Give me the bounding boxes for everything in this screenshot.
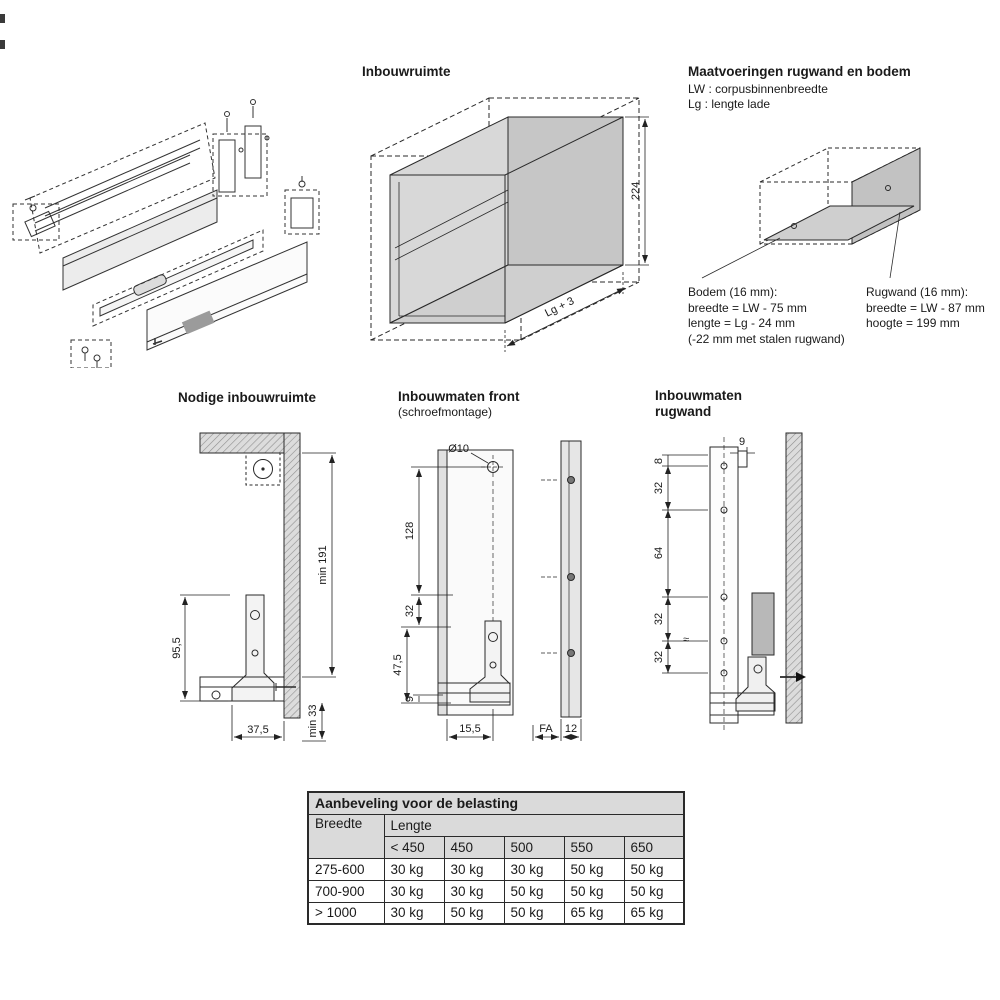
dim-label-475: 47,5 xyxy=(393,654,404,675)
screws xyxy=(567,476,575,657)
table-row: 275-600 30 kg 30 kg 30 kg 50 kg 50 kg xyxy=(307,857,685,881)
title-rugwand: Inbouwmaten rugwand xyxy=(655,388,742,419)
rugwand-leader xyxy=(889,211,901,279)
inbouwruimte-drawing: 224 Lg + 3 xyxy=(370,97,649,352)
title-nodige: Nodige inbouwruimte xyxy=(178,390,316,405)
load-cell: 30 kg xyxy=(503,857,565,881)
front-panel-hatched xyxy=(283,432,301,719)
back-panel xyxy=(507,116,624,266)
breedte-cell: 275-600 xyxy=(307,857,385,881)
table-header-row: Breedte Lengte xyxy=(307,813,685,859)
dim-label-955: 95,5 xyxy=(172,637,183,658)
bodem-line: breedte = LW - 75 mm xyxy=(688,300,807,315)
dim-label-9: 9 xyxy=(739,436,745,448)
title-inbouwruimte: Inbouwruimte xyxy=(362,64,451,79)
dim-label-128: 128 xyxy=(404,522,416,540)
table-title: Aanbeveling voor de belasting xyxy=(307,791,685,815)
breedte-cell: > 1000 xyxy=(307,901,385,925)
front-opening xyxy=(389,174,506,324)
dim-label-375: 37,5 xyxy=(247,724,268,736)
dim-label-64: 64 xyxy=(653,547,665,559)
length-header: 500 xyxy=(503,835,565,859)
bodem-line: lengte = Lg - 24 mm xyxy=(688,316,796,330)
load-cell: 30 kg xyxy=(443,879,505,903)
load-cell: 50 kg xyxy=(503,901,565,925)
title-maatvoeringen: Maatvoeringen rugwand en bodem xyxy=(688,64,911,79)
dim-label-9: 9 xyxy=(404,696,416,702)
bodem-line: (-22 mm met stalen rugwand) xyxy=(688,331,845,346)
col-header-breedte: Breedte xyxy=(307,813,385,859)
load-cell: 50 kg xyxy=(503,879,565,903)
length-header: 650 xyxy=(623,835,685,859)
dim-label-32a: 32 xyxy=(653,482,665,494)
dim-label-fa: FA xyxy=(539,723,553,735)
legend-lg: Lg : lengte lade xyxy=(688,97,771,111)
dim-label-32c: 32 xyxy=(653,651,665,663)
rugwand-line: hoogte = 199 mm xyxy=(866,316,960,330)
rugwand-spec: Rugwand (16 mm): breedte = LW - 87 mm ho… xyxy=(866,285,1000,332)
dim-lines xyxy=(180,452,336,742)
dim-label-min191: min 191 xyxy=(317,545,329,584)
load-cell: 65 kg xyxy=(563,901,625,925)
col-header-lengte: Lengte xyxy=(383,813,685,837)
nodige-inbouwruimte-drawing: min 191 95,5 37,5 min 33 xyxy=(172,432,336,742)
legend-lw: LW : corpusbinnenbreedte xyxy=(688,82,828,96)
load-cell: 50 kg xyxy=(623,857,685,881)
dim-label-hole: Ø10 xyxy=(448,443,469,455)
scan-mark xyxy=(0,14,5,23)
dim-label-8: 8 xyxy=(653,458,665,464)
top-panel-hatched xyxy=(199,432,285,454)
table-title-row: Aanbeveling voor de belasting xyxy=(307,791,685,815)
bodem-leader xyxy=(701,237,781,279)
load-cell: 30 kg xyxy=(383,857,445,881)
dim-label-32: 32 xyxy=(404,605,416,617)
dim-label-155: 15,5 xyxy=(459,723,480,735)
load-cell: 50 kg xyxy=(563,857,625,881)
dim-label-32b: 32 xyxy=(653,613,665,625)
exploded-assembly-illustration xyxy=(12,99,320,368)
runner-lines xyxy=(394,189,509,261)
dim-lines xyxy=(662,447,755,674)
subtitle-front: (schroefmontage) xyxy=(398,405,493,419)
load-cell: 30 kg xyxy=(443,857,505,881)
inbouwmaten-rugwand-drawing: 9 8 32 64 32 32 ≈ xyxy=(653,432,806,731)
hanger-hook xyxy=(738,450,748,468)
load-cell: 30 kg xyxy=(383,879,445,903)
scan-mark xyxy=(0,40,5,49)
back-bracket xyxy=(735,656,776,712)
rugwand-title: Rugwand (16 mm): xyxy=(866,285,969,299)
load-cell: 50 kg xyxy=(623,879,685,903)
approx-symbol: ≈ xyxy=(683,634,689,646)
bodem-title: Bodem (16 mm): xyxy=(688,285,778,299)
detail-box xyxy=(245,452,281,486)
table-length-row: < 450 450 500 550 650 xyxy=(308,835,685,859)
hole-leader xyxy=(470,452,489,464)
wall-hatched xyxy=(785,432,803,724)
dim-lines xyxy=(401,466,582,741)
length-header: 450 xyxy=(443,835,505,859)
table-row: > 1000 30 kg 50 kg 50 kg 65 kg 65 kg xyxy=(307,901,685,925)
maatvoeringen-drawing xyxy=(701,147,921,279)
dim-label-12: 12 xyxy=(565,723,577,735)
breedte-cell: 700-900 xyxy=(307,879,385,903)
load-cell: 50 kg xyxy=(563,879,625,903)
bodem-panel xyxy=(763,205,915,241)
load-recommendation-table: Aanbeveling voor de belasting Breedte Le… xyxy=(307,791,685,925)
load-cell: 30 kg xyxy=(383,901,445,925)
length-header: 550 xyxy=(563,835,625,859)
back-fixing-part xyxy=(751,592,775,656)
length-header: < 450 xyxy=(383,835,445,859)
inbouwmaten-front-drawing: Ø10 128 32 47,5 9 15,5 FA 12 xyxy=(393,440,582,741)
bodem-spec: Bodem (16 mm): breedte = LW - 75 mm leng… xyxy=(688,285,868,347)
table-row: 700-900 30 kg 30 kg 50 kg 50 kg 50 kg xyxy=(307,879,685,903)
dim-lg3-lines xyxy=(504,272,626,352)
load-cell: 65 kg xyxy=(623,901,685,925)
rugwand-line: breedte = LW - 87 mm xyxy=(866,300,985,315)
title-front: Inbouwmaten front xyxy=(398,389,520,404)
load-cell: 50 kg xyxy=(443,901,505,925)
dim-label-min33: min 33 xyxy=(307,704,319,737)
dim-label-224: 224 xyxy=(630,182,642,200)
dim-224-lines xyxy=(625,116,649,266)
